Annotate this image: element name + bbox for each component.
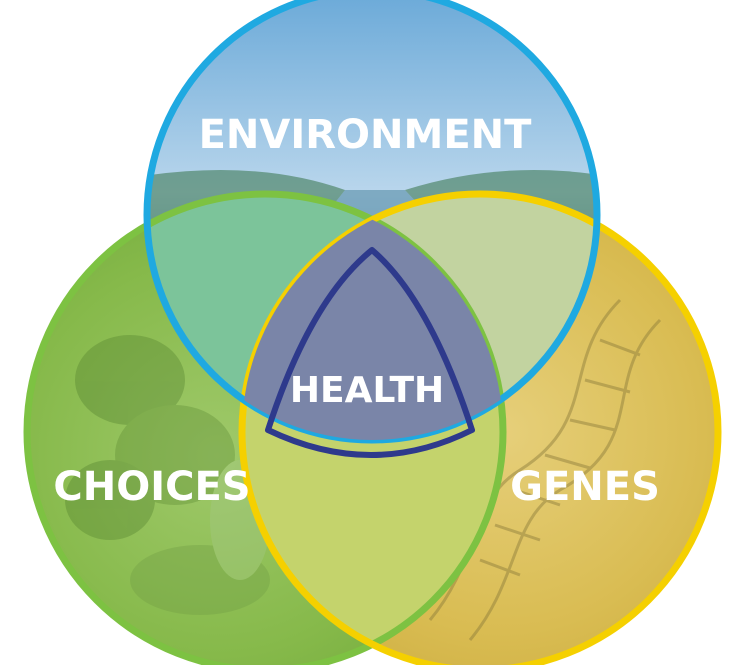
broccoli-texture (65, 335, 270, 615)
genes-border (238, 190, 722, 665)
choices-border (23, 190, 507, 665)
environment-label: ENVIRONMENT (199, 112, 533, 158)
health-center-border (265, 247, 475, 458)
genes-label: GENES (510, 464, 660, 510)
choices-label: CHOICES (53, 464, 250, 510)
health-label: HEALTH (290, 370, 444, 411)
